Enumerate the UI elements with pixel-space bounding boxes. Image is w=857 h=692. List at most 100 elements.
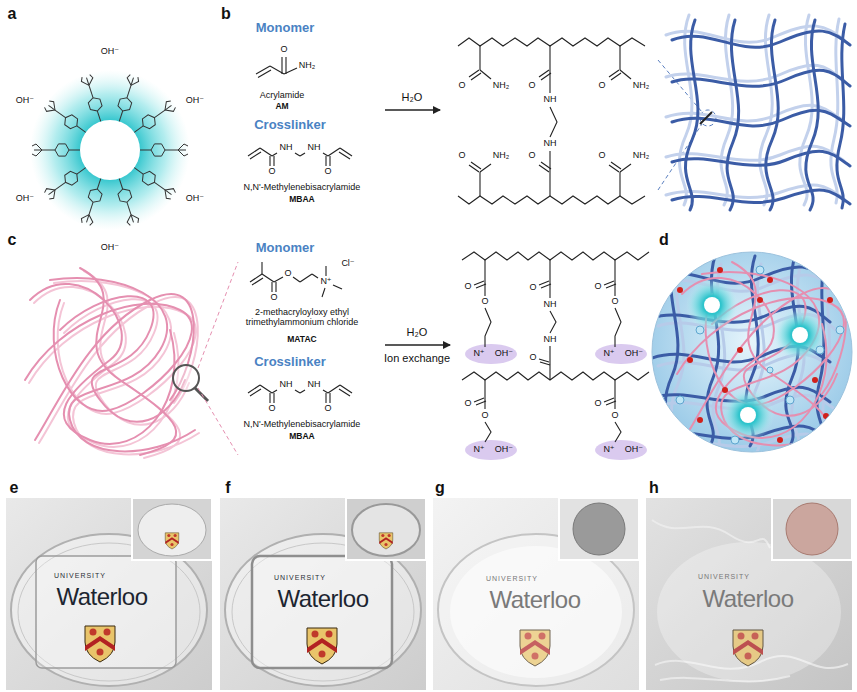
matac-structure-part [262, 274, 274, 282]
atom-label: N⁺ [603, 349, 614, 359]
reaction-arrow [385, 344, 450, 345]
composite-hydrogel-part-part [677, 262, 847, 449]
composite-hydrogel-part-part-part [786, 396, 794, 404]
cationic-network-structure-part-part [614, 280, 615, 296]
nanoparticle-part [140, 144, 188, 156]
photo-panel [6, 498, 212, 690]
cationic-network-structure-part-part [604, 398, 614, 402]
photo-panel-part [165, 533, 179, 549]
nanoparticle-part [80, 177, 106, 226]
composite-hydrogel-part-part [740, 407, 756, 423]
polyacrylamide-structure-part [549, 46, 550, 70]
photo-panel-part [646, 498, 852, 690]
cationic-network-structure-part-part [484, 280, 485, 296]
matac-structure-part [293, 277, 300, 282]
reaction-condition: H₂O [407, 326, 428, 338]
matac-structure-part [275, 282, 276, 292]
compound-name: N,N'-Methylenebisacrylamide [244, 183, 361, 193]
cationic-network-structure-part-part [550, 311, 556, 333]
polyacrylamide-structure-part [471, 162, 481, 169]
abbreviation: MATAC [287, 335, 316, 344]
atom-label: NH [544, 95, 557, 105]
cationic-network-structure-part [595, 344, 647, 364]
atom-label: NH₂ [299, 61, 316, 71]
section-heading: Monomer [256, 241, 315, 255]
photo-panel-part [772, 498, 852, 560]
photo-text: UNIVERSITY [486, 575, 538, 583]
atom-label: O [481, 411, 488, 421]
polyelectrolyte-coil-part [198, 388, 238, 455]
cationic-network-structure-part-part [614, 380, 615, 398]
atom-label: Cl⁻ [341, 259, 354, 269]
hydroxide-ion: OH⁻ [101, 47, 119, 57]
atom-label: NH [544, 335, 557, 345]
matac-structure-part [325, 266, 326, 276]
nanoparticle-part [43, 99, 89, 137]
panel-letter: g [435, 479, 445, 497]
composite-hydrogel-part-part-part [687, 357, 693, 363]
nanoparticle-part [131, 163, 177, 201]
photo-panel-part [559, 498, 639, 560]
cationic-network-structure-part-part [615, 422, 621, 442]
nanoparticle-part [32, 144, 80, 156]
composite-hydrogel-part-part [722, 389, 774, 441]
polyacrylamide-structure-part [550, 107, 557, 137]
cationic-network-structure-part-part [462, 252, 649, 260]
cationic-network-structure-part-part [462, 372, 649, 380]
polyacrylamide-structure-part [480, 164, 491, 172]
photo-panel-part [346, 498, 426, 560]
photo-text: UNIVERSITY [274, 574, 326, 582]
panel-letter: f [225, 479, 230, 497]
matac-structure-part [252, 278, 263, 285]
atom-label: OH⁻ [625, 349, 643, 359]
atom-label: O [611, 411, 618, 421]
composite-hydrogel [652, 252, 852, 454]
hydroxide-ion: OH⁻ [186, 96, 204, 106]
cationic-network-structure-part-part [615, 308, 621, 347]
atom-label: NH [280, 143, 293, 153]
photo-panel [646, 498, 852, 690]
atom-label: O [458, 151, 465, 161]
reaction-arrow [385, 109, 440, 110]
atom-label: O [280, 45, 287, 55]
matac-structure-part [322, 288, 325, 297]
nanoparticle-part [113, 74, 139, 123]
composite-hydrogel-part-part [677, 267, 833, 443]
composite-hydrogel-part [652, 252, 852, 452]
cationic-network-structure-part-part [539, 281, 549, 285]
polyacrylamide-structure-part [471, 73, 481, 80]
acrylamide-structure [256, 57, 297, 78]
polyacrylamide-structure-part [611, 162, 621, 169]
composite-hydrogel-part-part-part [722, 387, 728, 393]
polyelectrolyte-coil-part [198, 262, 238, 368]
composite-hydrogel-part-part-part [737, 347, 743, 353]
acrylamide-structure-part [258, 70, 271, 78]
matac-structure-part [271, 282, 272, 292]
polyacrylamide-structure-part [620, 70, 631, 79]
polyacrylamide-structure-part [619, 172, 620, 196]
atom-label: O [528, 151, 535, 161]
atom-label: O [598, 151, 605, 161]
hydrogel-network-part [700, 112, 712, 124]
section-heading: Crosslinker [254, 118, 326, 132]
cationic-network-structure-part-part [484, 398, 485, 409]
composite-hydrogel-part-part-part [696, 326, 704, 334]
composite-hydrogel-part-part [792, 327, 808, 343]
photo-panel-part [733, 630, 763, 666]
photo-text: Waterloo [702, 586, 793, 612]
crosslinker-structure [248, 148, 352, 166]
atom-label: OH⁻ [495, 349, 513, 359]
atom-label: OH⁻ [495, 445, 513, 455]
atom-label: OH⁻ [625, 445, 643, 455]
acrylamide-structure-part [285, 57, 286, 74]
composite-hydrogel-part-part-part [677, 287, 683, 293]
nanoparticle-part [80, 120, 140, 180]
cationic-network-structure-part-part [549, 346, 550, 362]
photo-panel-part [379, 533, 393, 549]
photo-text: Waterloo [277, 586, 368, 612]
polyacrylamide-structure-part [541, 162, 551, 169]
atom-label: NH [544, 139, 557, 149]
composite-hydrogel-part [652, 252, 852, 452]
cationic-network-structure-part-part [549, 280, 550, 298]
